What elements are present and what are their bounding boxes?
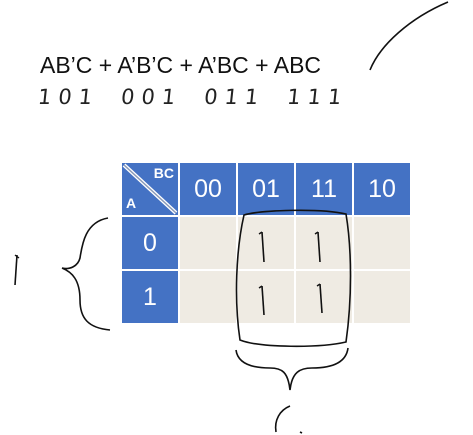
corner-diagonal — [122, 163, 178, 215]
ink-stroke-top-curve — [369, 1, 449, 71]
kmap-cell — [294, 215, 354, 271]
ink-stroke-left-brace — [61, 217, 111, 331]
handwritten-minterms: 101 001 011 111 — [37, 85, 372, 109]
kmap-corner: BC A — [120, 161, 180, 217]
kmap-cell — [294, 269, 354, 325]
row-variable-label: A — [126, 195, 137, 211]
kmap-cell — [178, 215, 238, 271]
ink-stroke-side-mark — [14, 254, 18, 286]
karnaugh-map: BC A 00 01 11 10 0 1 — [120, 161, 412, 325]
column-variable-label: BC — [153, 165, 174, 181]
minterm-label: 001 — [119, 85, 184, 109]
kmap-cell — [178, 269, 238, 325]
minterm-label: 101 — [36, 85, 101, 109]
boolean-expression: AB’C + A’B’C + A’BC + ABC — [40, 52, 322, 78]
ink-stroke-bottom-brace — [235, 347, 349, 391]
minterm-label: 111 — [286, 85, 350, 109]
kmap-cell — [236, 215, 296, 271]
column-header: 11 — [294, 161, 354, 217]
ink-stroke-bottom-mark — [274, 405, 291, 433]
column-header: 10 — [352, 161, 412, 217]
minterm-label: 011 — [202, 85, 267, 109]
column-header: 00 — [178, 161, 238, 217]
row-header: 1 — [120, 269, 180, 325]
column-header: 01 — [236, 161, 296, 217]
kmap-cell — [352, 269, 412, 325]
kmap-cell — [352, 215, 412, 271]
row-header: 0 — [120, 215, 180, 271]
kmap-cell — [236, 269, 296, 325]
